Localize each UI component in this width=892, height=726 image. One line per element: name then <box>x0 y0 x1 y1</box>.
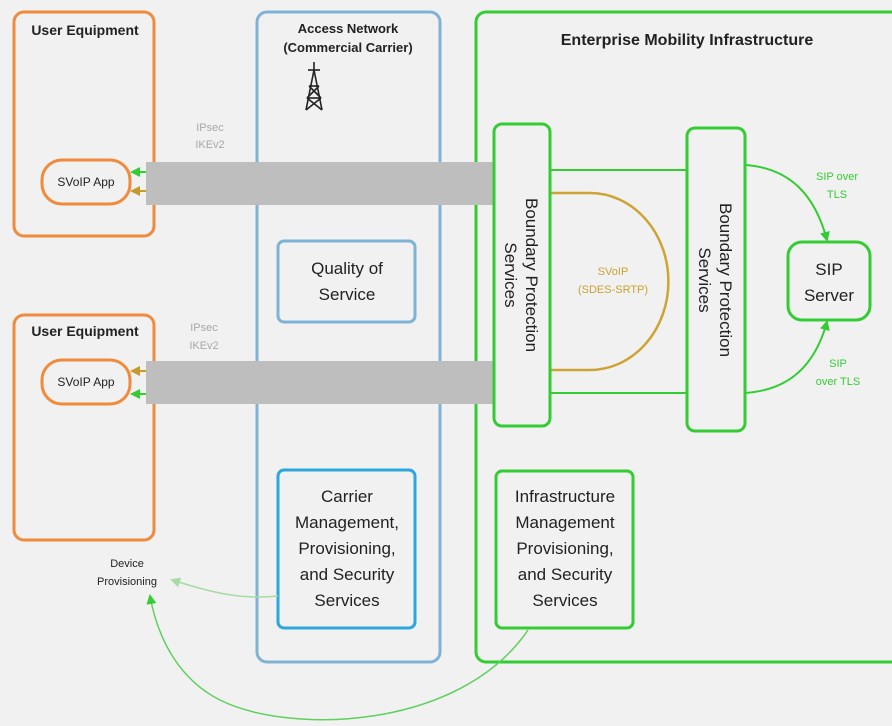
svoip-app-bottom <box>40 358 132 406</box>
tunnel-bottom-label-line1: IPsec <box>190 322 218 334</box>
device-provisioning-label-line1: Device <box>110 558 144 570</box>
carrier-to-device-arrow <box>170 577 279 598</box>
access-network-box <box>255 10 442 664</box>
carrier-label-line4: and Security <box>300 565 395 584</box>
user-equipment-bottom-box <box>12 313 156 542</box>
bps2-label-line1: Boundary Protection <box>716 203 735 357</box>
sip-server-box <box>786 240 872 322</box>
device-provisioning-label-line2: Provisioning <box>97 576 157 588</box>
user-equipment-top-title: User Equipment <box>31 22 139 38</box>
bps2-label-line2: Services <box>695 247 714 312</box>
infra-to-device-arrow <box>146 594 529 721</box>
user-equipment-bottom-title: User Equipment <box>31 323 139 339</box>
enterprise-title: Enterprise Mobility Infrastructure <box>561 32 814 49</box>
carrier-label-line1: Carrier <box>321 487 373 506</box>
quality-of-service-box <box>276 239 417 324</box>
tunnel-bottom-label-line2: IKEv2 <box>189 340 218 352</box>
user-equipment-top-box <box>12 10 156 238</box>
boundary-protection-box-1 <box>492 122 552 428</box>
svoip-app-top <box>40 158 132 206</box>
ipsec-tunnel-top <box>146 162 498 205</box>
svoip-srtp-loop <box>550 191 670 372</box>
access-network-subtitle: (Commercial Carrier) <box>283 40 412 55</box>
tunnel-top-label-line2: IKEv2 <box>195 139 224 151</box>
infra-label-line5: Services <box>532 591 597 610</box>
sip-server-label-line1: SIP <box>815 260 842 279</box>
ipsec-tunnel-bottom <box>146 361 498 404</box>
sip-top-label-line2: TLS <box>827 189 847 201</box>
infra-label-line4: and Security <box>518 565 613 584</box>
tunnel-top-label-line1: IPsec <box>196 122 224 134</box>
qos-label-line2: Service <box>319 285 376 304</box>
carrier-label-line3: Provisioning, <box>298 539 395 558</box>
sip-top-label-line1: SIP over <box>816 171 858 183</box>
bps1-label-line2: Services <box>501 242 520 307</box>
access-network-title: Access Network <box>298 21 399 36</box>
cell-tower-icon <box>305 62 323 111</box>
infrastructure-management-box <box>494 469 635 630</box>
infra-label-line1: Infrastructure <box>515 487 615 506</box>
carrier-management-box <box>276 468 417 630</box>
sip-over-tls-top-arrow <box>744 164 830 242</box>
svoip-app-bottom-label: SVoIP App <box>57 375 114 389</box>
sip-over-tls-bottom-arrow <box>744 320 830 394</box>
carrier-label-line5: Services <box>314 591 379 610</box>
svoip-app-top-label: SVoIP App <box>57 175 114 189</box>
svoip-label-line1: SVoIP <box>598 266 629 278</box>
boundary-protection-box-2 <box>685 126 747 433</box>
sip-bottom-label-line1: SIP <box>829 358 847 370</box>
qos-label-line1: Quality of <box>311 259 383 278</box>
sip-server-label-line2: Server <box>804 286 854 305</box>
sip-bottom-label-line2: over TLS <box>816 376 860 388</box>
infra-label-line2: Management <box>515 513 615 532</box>
infra-label-line3: Provisioning, <box>516 539 613 558</box>
bps1-label-line1: Boundary Protection <box>522 198 541 352</box>
svoip-label-line2: (SDES-SRTP) <box>578 284 648 296</box>
enterprise-infrastructure-box <box>474 10 892 664</box>
carrier-label-line2: Management, <box>295 513 399 532</box>
